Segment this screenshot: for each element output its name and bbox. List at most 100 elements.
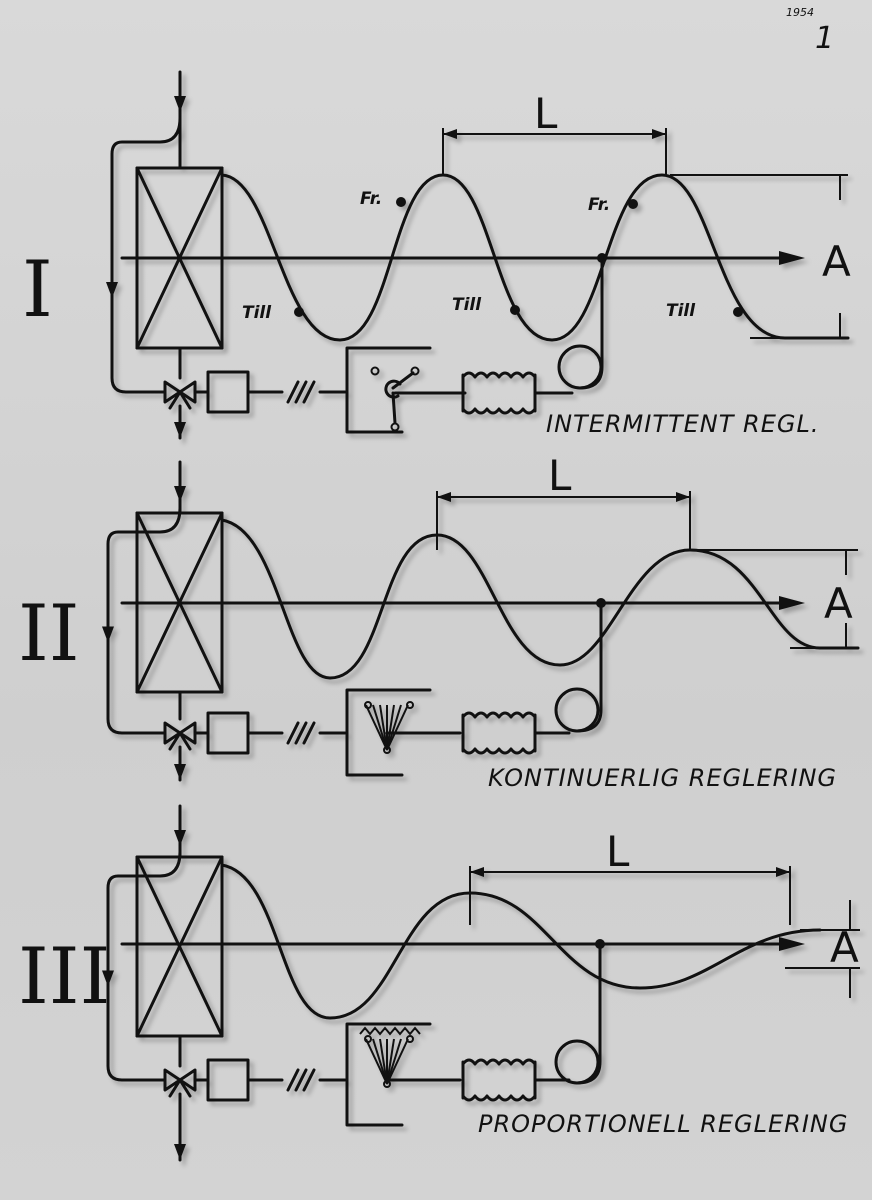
contact-icon	[406, 701, 414, 709]
inlet-arrow-icon	[174, 830, 186, 846]
switch-point	[733, 307, 743, 317]
valve-actuator-box	[206, 370, 250, 414]
bellows-icon	[461, 371, 537, 415]
bypass-pipe	[106, 850, 182, 1082]
outlet-arrow-icon	[174, 764, 186, 780]
panel-2: II KONTINUERLIG REGLERING L A	[18, 451, 853, 792]
inlet-arrow-icon	[174, 96, 186, 112]
response-curve	[220, 518, 860, 680]
dimension-arrow-icon	[652, 129, 666, 139]
inlet-arrow-icon	[174, 486, 186, 502]
sensor-line	[575, 601, 603, 733]
three-way-valve-icon	[163, 721, 197, 751]
bellows-icon	[461, 711, 537, 755]
period-dimension	[469, 866, 791, 925]
period-label: L	[548, 451, 572, 500]
sensor-line	[575, 942, 602, 1085]
bypass-arrow-icon	[106, 282, 118, 298]
valve-actuator-box	[206, 1058, 250, 1102]
contact-icon	[406, 1035, 414, 1043]
till-label: Till	[666, 301, 696, 321]
period-label: L	[534, 89, 558, 138]
potentiometer-wiper-icon	[386, 1038, 409, 1085]
panel-3: III PROPORTIONELL REGLERING L A	[18, 827, 859, 1138]
cable-break-icon	[286, 721, 316, 745]
potentiometer-wiper-icon	[386, 704, 409, 751]
sensor-bulb-icon	[554, 687, 600, 733]
bellows-icon	[461, 1058, 537, 1102]
potentiometer-wiper-icon	[372, 704, 388, 751]
potentiometer-wiper-icon	[365, 1038, 388, 1085]
potentiometer-wiper-icon	[386, 1038, 402, 1085]
bypass-pipe	[106, 506, 182, 735]
potentiometer-wiper-icon	[379, 1038, 388, 1085]
panel-title: KONTINUERLIG REGLERING	[488, 764, 837, 792]
potentiometer-wiper-icon	[379, 704, 388, 751]
till-label: Till	[452, 295, 482, 315]
heat-exchanger-cross	[135, 855, 224, 1038]
fr-label: Fr.	[588, 195, 610, 215]
axis-arrow-icon	[779, 937, 805, 951]
dimension-arrow-icon	[776, 867, 790, 877]
bypass-pipe	[110, 116, 182, 394]
till-label: Till	[242, 303, 272, 323]
panel-title: PROPORTIONELL REGLERING	[478, 1110, 848, 1138]
sensor-bulb-icon	[557, 344, 603, 390]
switch-contact-icon	[370, 366, 380, 376]
valve-actuator-box	[206, 711, 250, 755]
panel-numeral: I	[22, 245, 53, 335]
three-way-valve-icon	[163, 380, 197, 410]
amplitude-label: A	[822, 237, 851, 286]
controller-housing	[345, 688, 432, 777]
period-dimension	[442, 128, 667, 175]
dimension-arrow-icon	[443, 129, 457, 139]
fr-label: Fr.	[360, 189, 382, 209]
axis-arrow-icon	[779, 251, 805, 265]
potentiometer-wiper-icon	[386, 704, 402, 751]
switch-point	[510, 305, 520, 315]
contact-icon	[383, 746, 391, 754]
page-number: 1	[815, 21, 834, 56]
switch-pivot-icon	[384, 379, 402, 399]
dimension-arrow-icon	[437, 492, 451, 502]
contact-icon	[364, 1035, 372, 1043]
cable-break-icon	[286, 1068, 316, 1092]
panel-numeral: III	[18, 932, 110, 1022]
response-curve	[220, 863, 822, 1020]
period-dimension	[436, 491, 691, 550]
response-curve	[220, 173, 850, 342]
contact-icon	[364, 701, 372, 709]
bypass-arrow-icon	[102, 970, 114, 987]
panel-numeral: II	[18, 589, 80, 679]
three-way-valve-icon	[163, 1068, 197, 1098]
controller-housing	[345, 346, 432, 434]
potentiometer-wiper-icon	[386, 704, 395, 751]
panel-title: INTERMITTENT REGL.	[546, 410, 819, 438]
amplitude-label: A	[824, 579, 853, 628]
sensor-line	[578, 256, 604, 390]
outlet-arrow-icon	[174, 1144, 186, 1160]
amplitude-label: A	[830, 923, 859, 972]
axis-arrow-icon	[779, 596, 805, 610]
sensor-bulb-icon	[554, 1039, 600, 1085]
switch-contact-icon	[390, 422, 400, 432]
controller-housing	[345, 1022, 432, 1127]
potentiometer-wiper-icon	[372, 1038, 388, 1085]
panel-1: I INTERMITTENT REGL. L A Fr. Fr. Till Ti…	[22, 89, 851, 438]
amplitude-dimension	[670, 174, 848, 339]
cable-break-icon	[286, 380, 316, 404]
dimension-arrow-icon	[676, 492, 690, 502]
switch-contact-icon	[410, 366, 420, 376]
bypass-arrow-icon	[102, 626, 114, 643]
year-note: 1954	[786, 6, 814, 19]
switch-point	[396, 197, 406, 207]
potentiometer-wiper-icon	[386, 1038, 395, 1085]
resistor-icon	[359, 1026, 421, 1036]
potentiometer-wiper-icon	[365, 704, 388, 751]
switch-point	[628, 199, 638, 209]
dimension-arrow-icon	[470, 867, 484, 877]
period-label: L	[606, 827, 630, 876]
switch-point	[294, 307, 304, 317]
